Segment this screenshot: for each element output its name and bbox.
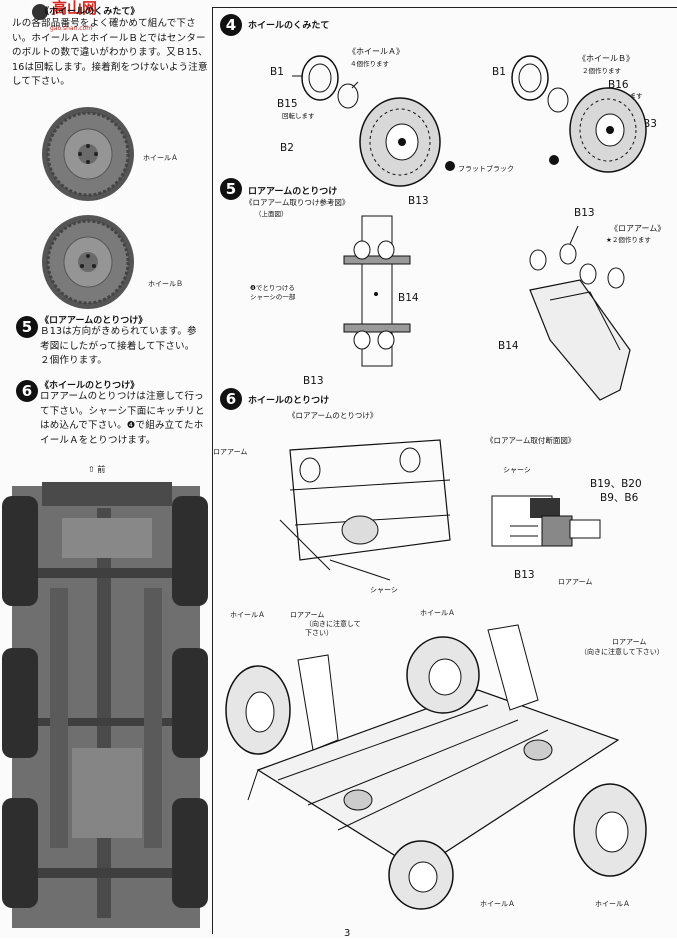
assembly-wheel-a-3: ホイールＡ [480,900,515,908]
right-panel-frame [212,7,677,934]
assembly-wheel-a-1: ホイールＡ [230,611,265,619]
step5-lower-arm-drawing [529,225,631,401]
step5-lower-arm-title: 《ロアアーム》 [610,224,666,233]
section-b9-b6: B9、B6 [600,492,639,504]
step4-number: 4 [220,14,242,36]
step5-b14-left: B14 [398,292,419,304]
assembly-direction-note: （向きに注意して 下さい） [305,620,361,637]
step5-b13-top: B13 [408,195,429,207]
step6-section-title: 《ロアアーム取付断面図》 [486,436,576,445]
step6-number: 6 [220,388,242,410]
intro-step-title: 《ホイールのくみたて》 [40,7,140,17]
left-step6-title: 《ホイールのとりつけ》 [40,381,140,391]
section-lower-arm: ロアアーム [558,578,593,586]
step6-chassis-label: シャーシ [370,586,398,594]
page-number: 3 [344,928,351,939]
left-step6-body: ロアアームのとりつけは注意して行って下さい。シャーシ下面にキッチリとはめ込んで下… [40,391,205,446]
wheel-a-label: ホイールＡ [143,154,178,162]
assembly-direction-note-2: （向きに注意して下さい） [580,648,664,656]
step4-wheel-a-note: ４個作ります [350,60,389,68]
step4-title: ホイールのくみたて [248,21,330,31]
step4-wheel-b-title: 《ホイールＢ》 [578,54,634,63]
section-b13: B13 [514,569,535,581]
step5-chassis-note: ❹でとりつける シャーシの一部 [250,284,296,301]
part-b15-note: 回転します [282,112,315,120]
part-b2: B2 [280,142,294,154]
chassis-underside-photo [2,482,208,928]
section-chassis: シャーシ [503,466,531,474]
step5-b13-right: B13 [574,207,595,219]
part-b1-right: B1 [492,66,506,78]
wheel-b-photo [42,215,134,309]
assembly-lower-arm-2: ロアアーム [290,611,325,619]
step5-number: 5 [220,178,242,200]
assembly-wheel-a-4: ホイールＡ [595,900,630,908]
intro-step-body: ルの各部品番号をよく確かめて組んで下さい。ホイールＡとホイールＢとではセンターの… [12,18,208,87]
step5-top-view-drawing [343,215,411,367]
step5-b13-bottom: B13 [303,375,324,387]
step5-top-view: （上面図） [255,210,288,218]
left-step5-number: 5 [16,316,38,338]
step5-lower-arm-note: ★２個作ります [606,236,651,244]
wheel-b-label: ホイールＢ [148,280,183,288]
assembly-wheel-a-2: ホイールＡ [420,609,455,617]
step5-ref-title: 《ロアアーム取りつけ参考図》 [245,198,350,207]
step6-attach-title: 《ロアアームのとりつけ》 [288,411,378,420]
section-b19-b20: B19、B20 [590,478,642,490]
step5-title: ロアアームのとりつけ [248,187,338,197]
step4-wheel-b-note: ２個作ります [582,67,621,75]
left-step6-number: 6 [16,380,38,402]
watermark-logo: 高山网 gao.shan.com [30,0,110,34]
section-drawing [491,495,601,547]
step6-title: ホイールのとりつけ [248,396,330,406]
part-b1-left: B1 [270,66,284,78]
step6-chassis-drawing [279,439,451,581]
left-step5-body: Ｂ13は方向がきめられています。参考図にしたがって接着して下さい。２個作ります。 [40,326,197,366]
step5-b14-right: B14 [498,340,519,352]
part-b15: B15 [277,98,298,110]
logo-url: gao.shan.com [50,25,93,32]
logo-text: 高山网 [52,0,98,17]
step6-assembly-drawing [225,624,647,910]
logo-icon [30,2,104,24]
step6-lower-arm-label: ロアアーム [213,448,248,456]
step4-wheel-a-title: 《ホイールＡ》 [348,47,404,56]
assembly-lower-arm-3: ロアアーム [612,638,647,646]
wheel-a-photo [42,107,134,201]
front-arrow-label: ⇧ 前 [88,465,106,474]
step4-wheel-drawing [292,55,647,187]
flat-black-note: フラットブラック [458,165,514,173]
left-step5-title: 《ロアアームのとりつけ》 [40,316,148,326]
